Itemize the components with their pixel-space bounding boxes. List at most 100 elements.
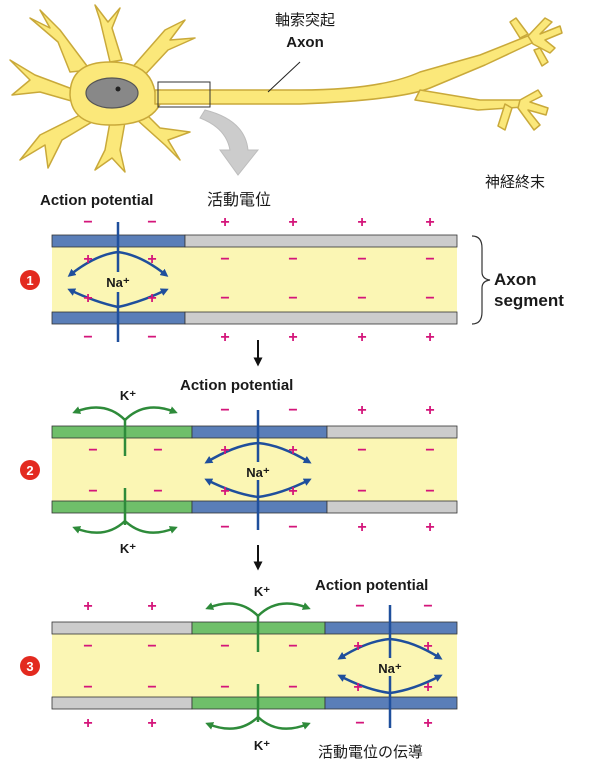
charge-positive: + xyxy=(357,329,366,346)
k-efflux-arrow xyxy=(257,716,311,730)
axon-segment-label-line2: segment xyxy=(494,291,564,310)
charge-positive: + xyxy=(288,214,297,231)
k-efflux-arrow xyxy=(124,406,178,421)
axon-segment-label-line1: Axon xyxy=(494,270,537,289)
charge-positive: + xyxy=(220,442,229,459)
na-ion-label: Na⁺ xyxy=(246,465,270,480)
membrane-resting xyxy=(51,621,193,635)
axon-pointer-line xyxy=(267,61,301,93)
dendrite xyxy=(29,9,91,73)
nerve-terminal xyxy=(527,17,563,54)
k-ion-label: K⁺ xyxy=(120,541,136,556)
charge-negative: − xyxy=(357,483,366,500)
charge-positive: + xyxy=(423,679,432,696)
membrane-resting xyxy=(326,500,458,514)
charge-negative: − xyxy=(83,214,92,231)
nerve-terminal xyxy=(517,89,549,131)
na-influx-arrow xyxy=(204,478,259,499)
charge-negative: − xyxy=(83,679,92,696)
step-badge xyxy=(20,460,40,480)
na-influx-arrow xyxy=(204,441,259,464)
charge-positive: + xyxy=(288,442,297,459)
step-number: 2 xyxy=(26,463,33,478)
membrane-resting xyxy=(184,311,458,325)
na-influx-arrow xyxy=(67,288,119,309)
charge-positive: + xyxy=(83,715,92,732)
charge-negative: − xyxy=(220,251,229,268)
action-potential-label: Action potential xyxy=(40,192,153,209)
na-influx-arrow xyxy=(389,674,443,695)
charge-negative: − xyxy=(153,442,162,459)
charge-negative: − xyxy=(88,483,97,500)
charge-negative: − xyxy=(425,290,434,307)
nerve-terminal xyxy=(497,103,513,131)
na-influx-arrow xyxy=(337,674,391,695)
charge-negative: − xyxy=(147,329,156,346)
charge-negative: − xyxy=(288,290,297,307)
step-number: 3 xyxy=(26,659,33,674)
charge-positive: + xyxy=(147,598,156,615)
k-efflux-arrow xyxy=(72,520,126,534)
k-ion-label: K⁺ xyxy=(254,584,270,599)
charge-positive: + xyxy=(147,290,156,307)
axon-interior xyxy=(52,247,457,312)
charge-positive: + xyxy=(423,638,432,655)
charge-positive: + xyxy=(353,679,362,696)
charge-negative: − xyxy=(83,329,92,346)
zoom-arrow xyxy=(199,109,260,176)
charge-positive: + xyxy=(288,329,297,346)
charge-positive: + xyxy=(220,329,229,346)
action-potential-label: Action potential xyxy=(180,377,293,394)
action-potential-label-jp: 活動電位 xyxy=(207,190,271,209)
na-influx-arrow xyxy=(389,637,443,660)
charge-negative: − xyxy=(288,251,297,268)
step-badge xyxy=(20,656,40,676)
charge-negative: − xyxy=(425,251,434,268)
charge-negative: − xyxy=(425,442,434,459)
charge-positive: + xyxy=(83,290,92,307)
zoom-box xyxy=(157,81,211,108)
charge-negative: − xyxy=(288,638,297,655)
k-ion-label: K⁺ xyxy=(120,388,136,403)
dendrite xyxy=(94,4,123,63)
nucleus xyxy=(85,77,139,109)
axon xyxy=(154,34,535,105)
charge-negative: − xyxy=(220,638,229,655)
axon-label-en: Axon xyxy=(286,34,324,51)
charge-negative: − xyxy=(147,638,156,655)
charge-positive: + xyxy=(423,715,432,732)
membrane-resting xyxy=(51,696,193,710)
charge-positive: + xyxy=(425,329,434,346)
na-ion-label: Na⁺ xyxy=(106,275,130,290)
charge-negative: − xyxy=(357,442,366,459)
action-potential-label: Action potential xyxy=(315,577,428,594)
nerve-terminal xyxy=(509,17,529,39)
k-efflux-arrow xyxy=(72,406,126,421)
step-3-panel: Action potential K⁺ K⁺ Na⁺ + + − − − − − xyxy=(20,577,458,761)
charge-negative: − xyxy=(147,679,156,696)
na-influx-arrow xyxy=(337,637,391,660)
na-ion-label: Na⁺ xyxy=(378,661,402,676)
dendrite xyxy=(19,114,93,169)
axon-segment-bracket xyxy=(471,235,491,325)
na-influx-arrow xyxy=(257,441,312,464)
step-number: 1 xyxy=(26,273,33,288)
charge-negative: − xyxy=(288,402,297,419)
charge-positive: + xyxy=(147,251,156,268)
membrane-depolarized xyxy=(191,500,328,514)
na-influx-arrow xyxy=(117,288,169,309)
na-influx-arrow xyxy=(67,250,119,277)
charge-negative: − xyxy=(357,290,366,307)
step-2-panel: Action potential K⁺ K⁺ Na⁺ − − + + − − + xyxy=(20,377,458,556)
charge-positive: + xyxy=(357,214,366,231)
nucleolus xyxy=(115,86,121,92)
k-efflux-arrow xyxy=(205,716,259,730)
dendrite xyxy=(94,121,126,173)
axon-label-jp: 軸索突起 xyxy=(275,11,335,29)
charge-positive: + xyxy=(425,402,434,419)
charge-negative: − xyxy=(425,483,434,500)
k-ion-label: K⁺ xyxy=(254,738,270,753)
charge-negative: − xyxy=(423,598,432,615)
